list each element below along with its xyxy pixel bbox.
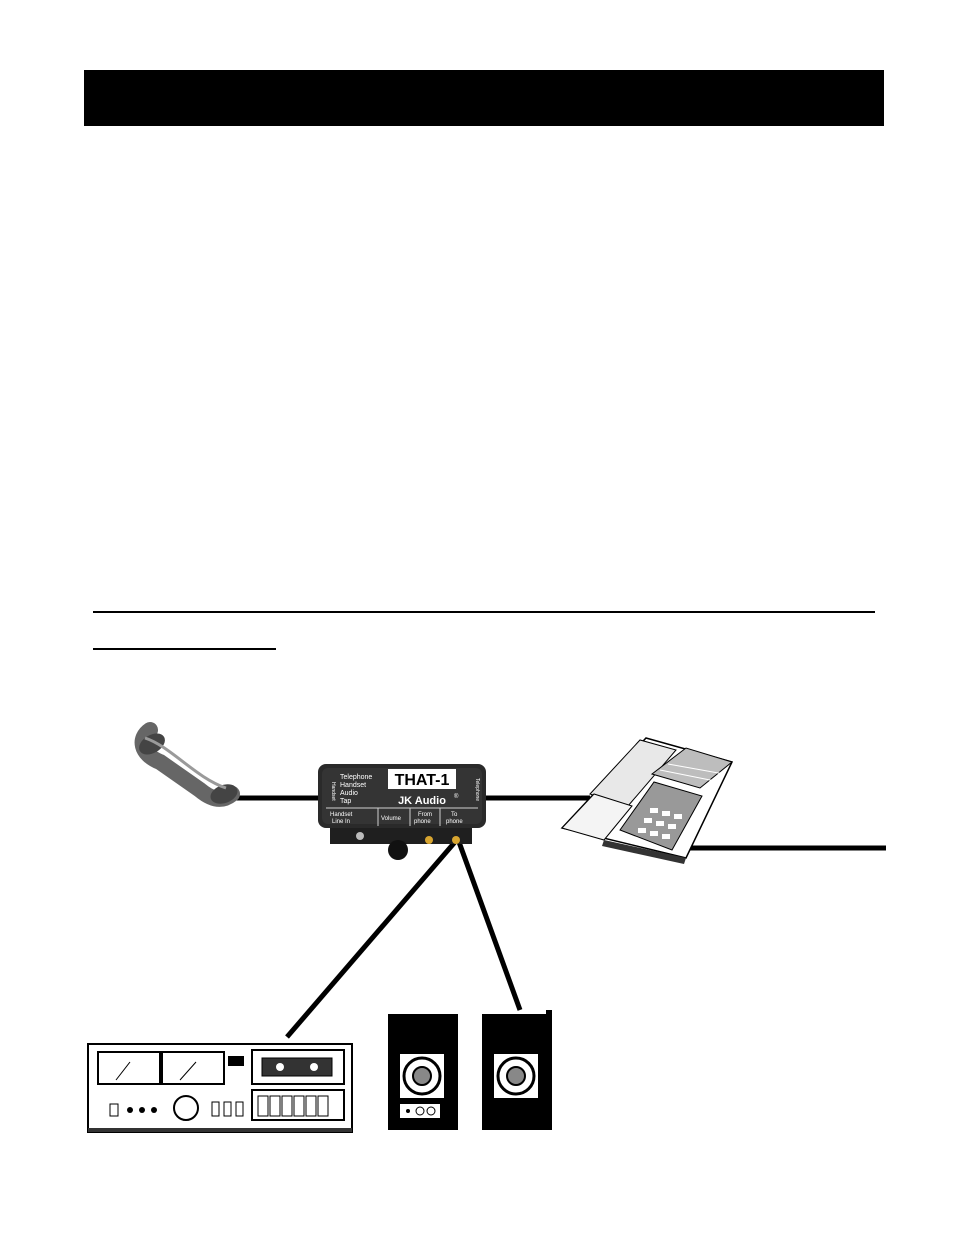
device-name-label: THAT-1 xyxy=(395,772,450,789)
device-description-line-2: Handset xyxy=(340,782,366,789)
section-heading xyxy=(93,618,276,650)
jack-label-from-phone: phone xyxy=(414,819,431,825)
speakers-icon xyxy=(388,1010,552,1130)
handset-line-in-switch xyxy=(356,832,364,840)
section-divider xyxy=(93,611,875,613)
header-bar xyxy=(84,70,884,126)
cassette-deck-icon xyxy=(87,1043,353,1133)
side-label-telephone: Telephone xyxy=(474,778,480,801)
jack-label-volume: Volume xyxy=(381,816,402,822)
volume-knob xyxy=(388,840,408,860)
device-brand-label: JK Audio xyxy=(398,795,446,807)
from-phone-jack xyxy=(425,836,433,844)
jack-label-handset: Handset xyxy=(330,812,353,818)
to-phone-jack xyxy=(452,836,460,844)
telephone-handset-icon xyxy=(134,722,240,807)
jack-label-to-phone: phone xyxy=(446,819,463,825)
device-description-line-1: Telephone xyxy=(340,774,372,781)
cable-recorder xyxy=(285,840,457,1039)
cable-speakers xyxy=(456,841,523,1011)
trademark-label: ® xyxy=(454,793,459,800)
jack-label-from: From xyxy=(418,812,432,818)
device-description-line-4: Tap xyxy=(340,798,351,805)
connection-diagram: Telephone Handset Audio Tap THAT-1 JK Au… xyxy=(87,722,886,1133)
desk-phone-icon xyxy=(560,737,734,864)
device-description-line-3: Audio xyxy=(340,790,358,797)
cables xyxy=(232,795,886,1039)
jack-label-line-in: Line In xyxy=(332,819,350,825)
jack-label-to: To xyxy=(451,812,458,818)
side-label-handset: Handset xyxy=(330,782,336,801)
that-1-interface-box: Telephone Handset Audio Tap THAT-1 JK Au… xyxy=(318,764,486,860)
header-title xyxy=(84,70,884,126)
